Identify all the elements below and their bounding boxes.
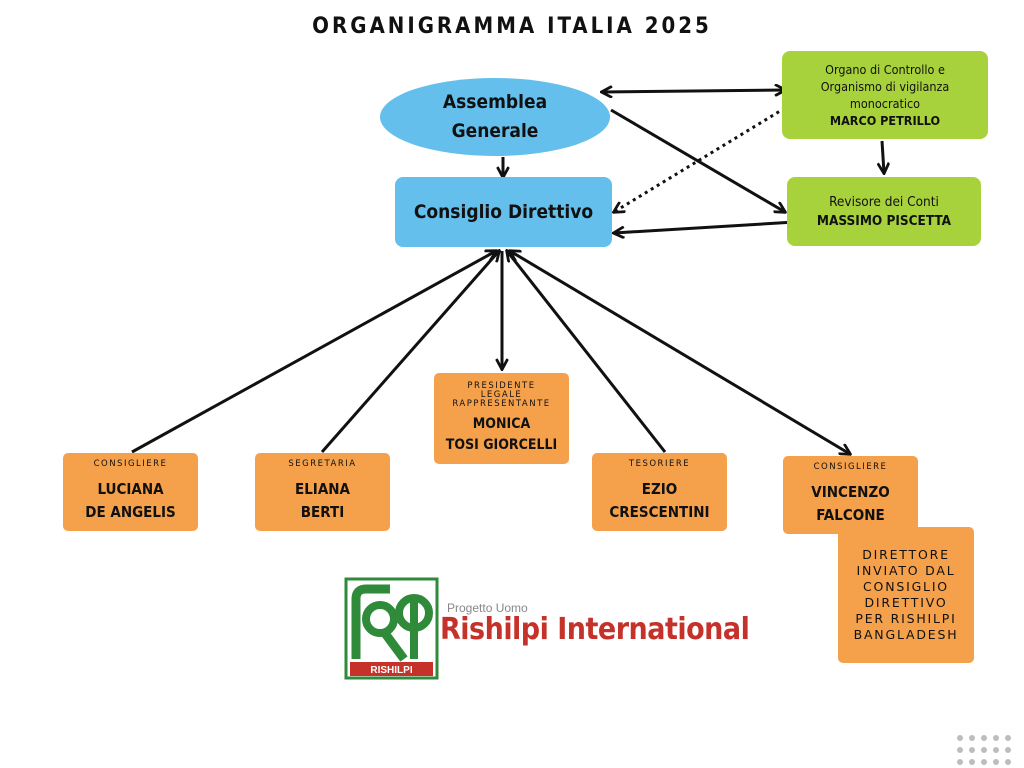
node-board: Consiglio Direttivo [395,177,612,247]
member-1-role: CONSIGLIERE [93,459,168,469]
logo-badge-text: RISHILPI [370,665,412,676]
node-control-line3: monocratico [849,96,921,111]
link-board-member-2 [320,251,499,453]
node-control-line2: Organismo di vigilanza [820,79,950,94]
node-member-1: CONSIGLIERE LUCIANA DE ANGELIS [63,453,198,531]
link-board-member-1 [131,251,496,454]
node-auditor-name: MASSIMO PISCETTA [816,212,952,229]
link-assembly-control [602,90,785,92]
member-3-name-line1: EZIO [641,480,678,498]
director-note-line3: CONSIGLIO [863,579,949,594]
link-board-member-4 [510,251,850,454]
president-role-line3: RAPPRESENTANTE [452,398,551,409]
chart-title: ORGANIGRAMMA ITALIA 2025 [312,14,712,39]
node-member-3: TESORIERE EZIO CRESCENTINI [592,453,727,531]
node-president: PRESIDENTE LEGALE RAPPRESENTANTE MONICA … [434,373,569,464]
node-board-label: Consiglio Direttivo [413,201,594,223]
member-4-name-line2: FALCONE [816,506,885,524]
member-2-role: SEGRETARIA [288,459,357,469]
logo-tagline: Progetto Uomo [447,601,528,615]
member-4-role: CONSIGLIERE [813,462,888,472]
director-note-line6: BANGLADESH [853,627,959,642]
node-director-note: DIRETTORE INVIATO DAL CONSIGLIO DIRETTIV… [838,527,974,663]
member-4-name-line1: VINCENZO [811,483,890,501]
member-2-name-line2: BERTI [300,503,345,521]
node-auditor-role: Revisore dei Conti [829,193,939,210]
rishilpi-logo-icon: RISHILPI [344,577,439,680]
node-control: Organo di Controllo e Organismo di vigil… [782,51,988,139]
director-note-line2: INVIATO DAL [856,563,956,578]
link-control-board-dotted [614,106,786,212]
link-auditor-board [614,220,796,233]
member-3-role: TESORIERE [628,459,691,469]
link-control-auditor [882,140,884,173]
member-2-name-line1: ELIANA [294,480,351,498]
member-3-name-line2: CRESCENTINI [609,503,710,521]
president-name-line1: MONICA [472,415,531,432]
node-auditor: Revisore dei Conti MASSIMO PISCETTA [787,177,981,246]
member-1-name-line2: DE ANGELIS [85,503,176,521]
node-member-4: CONSIGLIERE VINCENZO FALCONE [783,456,918,534]
node-member-2: SEGRETARIA ELIANA BERTI [255,453,390,531]
node-assembly: Assemblea Generale [380,78,610,156]
node-assembly-line2: Generale [451,120,539,142]
node-assembly-line1: Assemblea [442,91,548,113]
director-note-line1: DIRETTORE [862,547,950,562]
member-1-name-line1: LUCIANA [97,480,164,498]
node-control-line1: Organo di Controllo e [825,62,945,77]
director-note-line5: PER RISHILPI [855,611,957,626]
president-name-line2: TOSI GIORCELLI [445,436,558,453]
director-note-line4: DIRETTIVO [864,595,948,610]
decorative-dots-icon [957,735,1011,765]
link-assembly-auditor [610,108,785,212]
logo-wordmark: Rishilpi International [440,612,750,647]
node-control-name: MARCO PETRILLO [829,113,941,128]
president-role-line2: LEGALE [480,389,523,400]
president-role-line1: PRESIDENTE [467,380,536,391]
